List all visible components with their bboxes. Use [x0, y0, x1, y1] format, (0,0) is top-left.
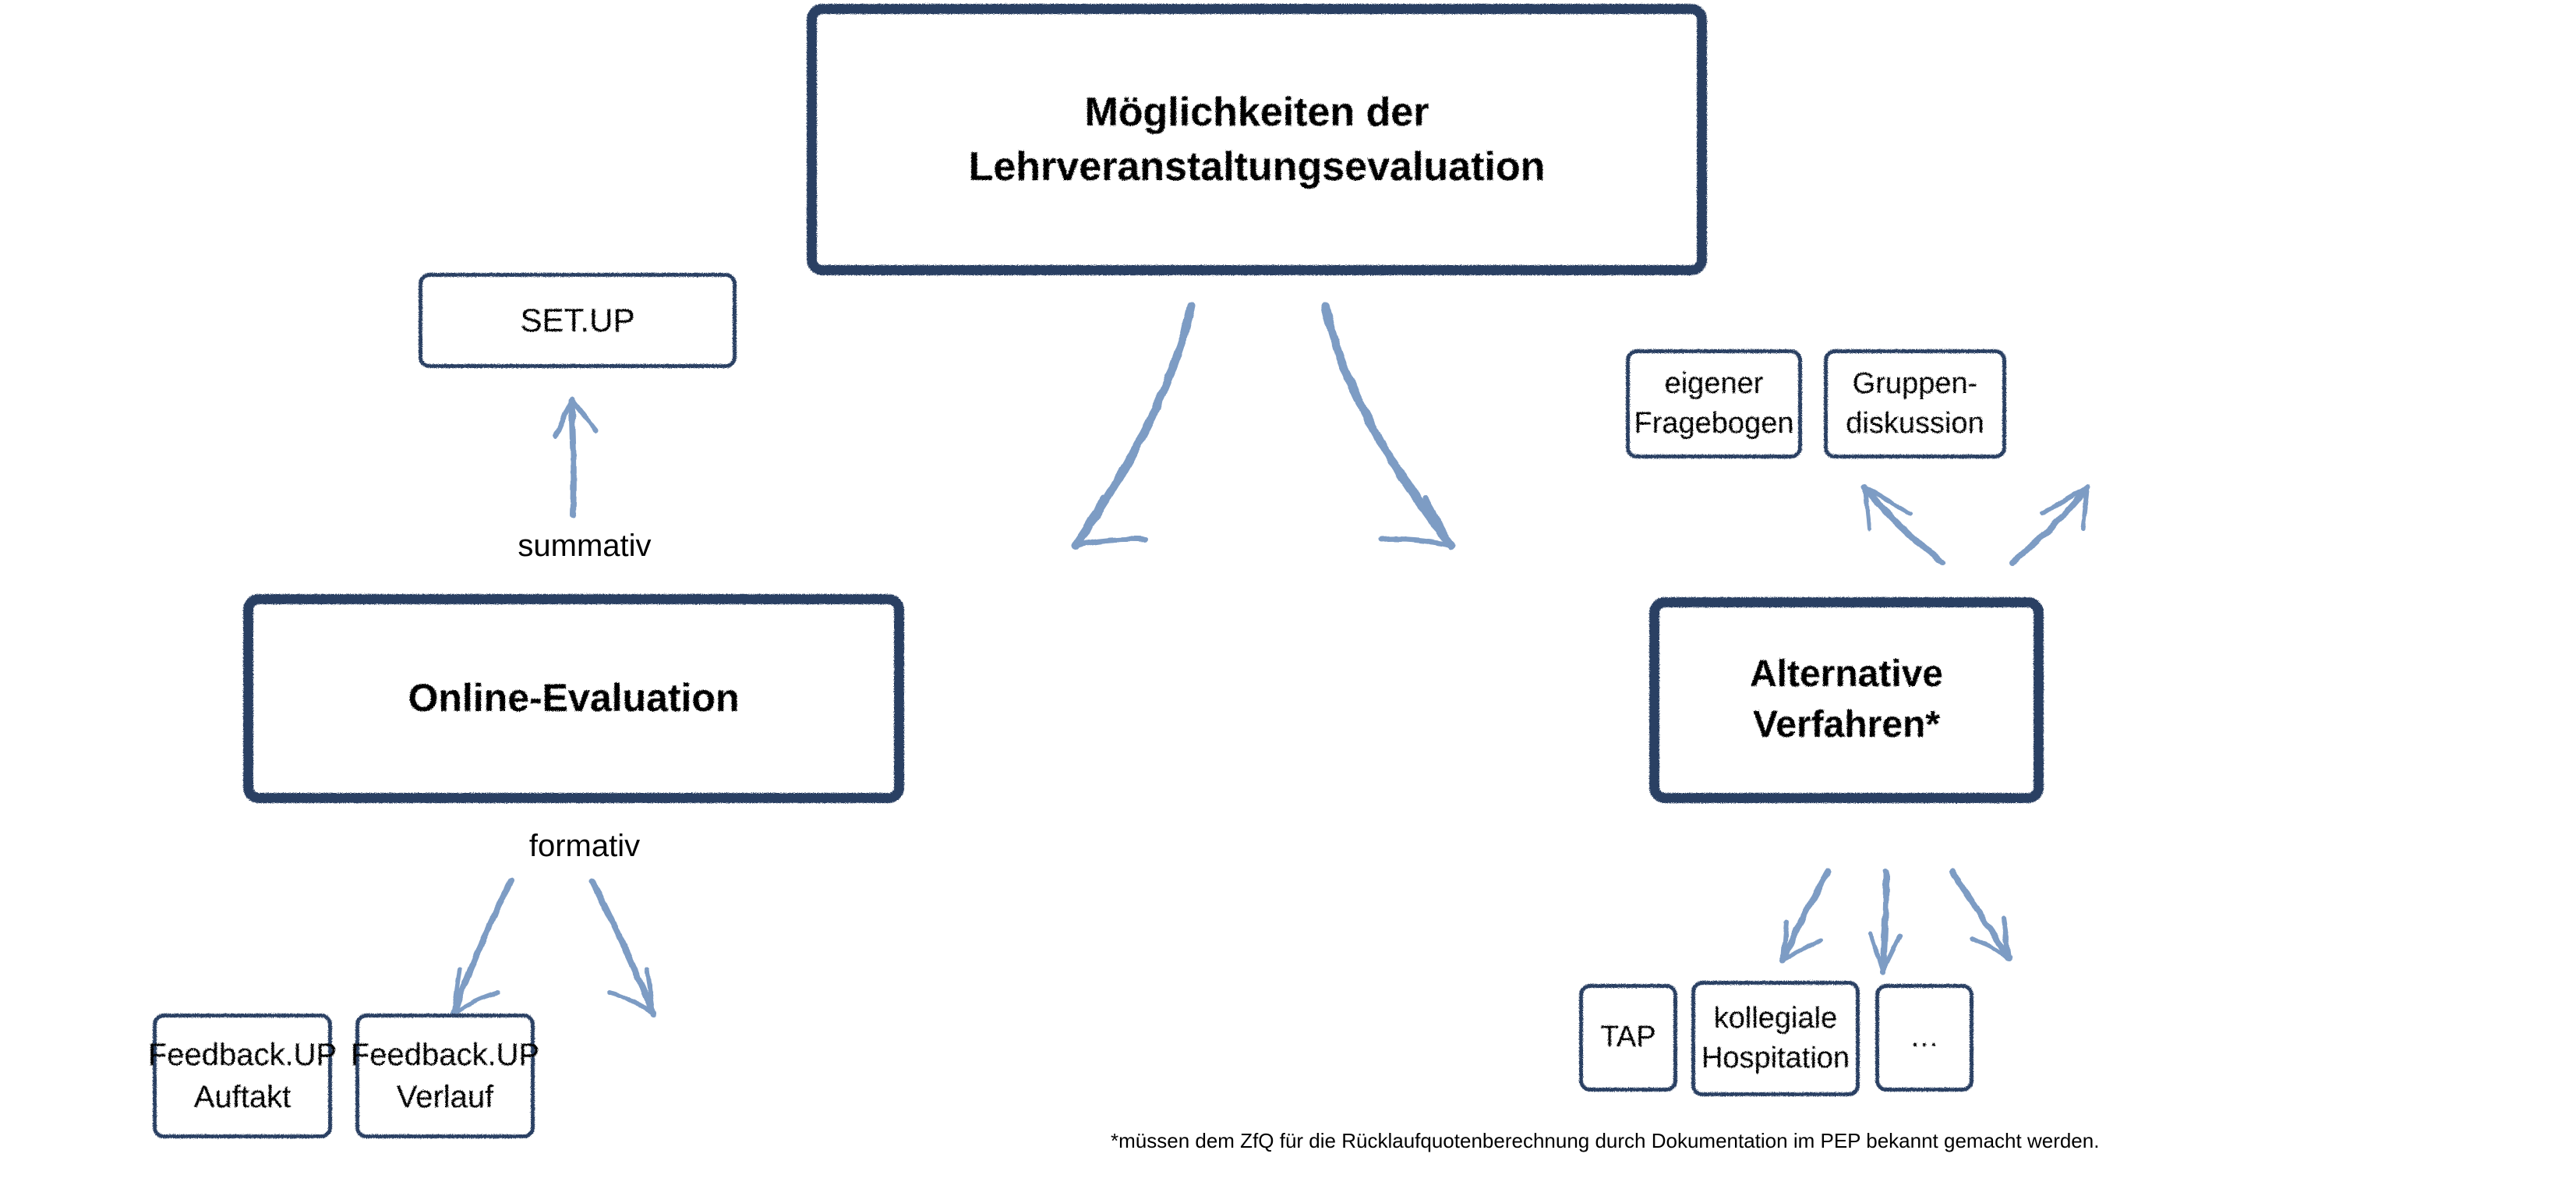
arrow-root-to-alternative	[1320, 301, 1456, 550]
arrow-online-to-feedback-auftakt	[451, 878, 514, 1017]
node-eigener-fragebogen-line1: eigener	[1664, 366, 1764, 400]
node-feedback-auftakt-line2: Auftakt	[193, 1080, 292, 1114]
edge-label-summativ: summativ	[518, 529, 652, 563]
arrow-root-to-online	[1071, 301, 1196, 550]
node-ellipsis-label: …	[1910, 1021, 1939, 1054]
node-kollegiale-hospitation[interactable]: kollegiale Hospitation	[1691, 981, 1860, 1096]
node-feedback-auftakt-line1: Feedback.UP	[147, 1038, 337, 1072]
node-root-title[interactable]: Möglichkeiten der Lehrveranstaltungseval…	[807, 4, 1707, 275]
node-feedback-auftakt[interactable]: Feedback.UP Auftakt	[148, 1014, 337, 1138]
arrow-alternative-to-tap	[1780, 869, 1831, 964]
node-online-evaluation[interactable]: Online-Evaluation	[243, 594, 904, 803]
arrow-alternative-to-hospitation	[1868, 869, 1903, 974]
node-kollegiale-hospitation-line1: kollegiale	[1713, 1001, 1838, 1035]
node-setup[interactable]: SET.UP	[419, 273, 737, 368]
node-root-title-line1: Möglichkeiten der	[1084, 89, 1429, 135]
node-alternative-verfahren-line2: Verfahren*	[1752, 704, 1941, 745]
arrow-online-to-setup	[553, 397, 599, 518]
node-feedback-verlauf-line2: Verlauf	[396, 1080, 494, 1114]
node-kollegiale-hospitation-line2: Hospitation	[1701, 1042, 1850, 1074]
footnote-text: *müssen dem ZfQ für die Rücklaufquotenbe…	[1111, 1129, 2100, 1152]
node-gruppendiskussion[interactable]: Gruppen- diskussion	[1824, 349, 2006, 458]
node-root-title-line2: Lehrveranstaltungsevaluation	[968, 144, 1546, 189]
node-tap[interactable]: TAP	[1579, 984, 1677, 1092]
node-online-evaluation-label: Online-Evaluation	[408, 676, 740, 720]
node-eigener-fragebogen[interactable]: eigener Fragebogen	[1626, 349, 1802, 458]
arrow-online-to-feedback-verlauf	[589, 878, 656, 1017]
edge-label-formativ: formativ	[528, 829, 641, 863]
node-alternative-verfahren[interactable]: Alternative Verfahren*	[1649, 597, 2044, 803]
arrow-alternative-to-ellipsis	[1949, 869, 2012, 961]
node-ellipsis[interactable]: …	[1875, 984, 1974, 1092]
node-setup-label: SET.UP	[520, 301, 635, 338]
node-gruppendiskussion-line2: diskussion	[1846, 407, 1984, 440]
node-feedback-verlauf-line1: Feedback.UP	[350, 1038, 540, 1072]
node-alternative-verfahren-line1: Alternative	[1749, 653, 1944, 695]
node-gruppendiskussion-line1: Gruppen-	[1852, 366, 1978, 400]
node-tap-label: TAP	[1600, 1021, 1656, 1054]
node-eigener-fragebogen-line2: Fragebogen	[1634, 407, 1794, 440]
arrow-alternative-to-fragebogen	[1862, 484, 1945, 566]
node-feedback-verlauf[interactable]: Feedback.UP Verlauf	[351, 1014, 539, 1138]
arrow-alternative-to-gruppendiskussion	[2009, 484, 2090, 566]
